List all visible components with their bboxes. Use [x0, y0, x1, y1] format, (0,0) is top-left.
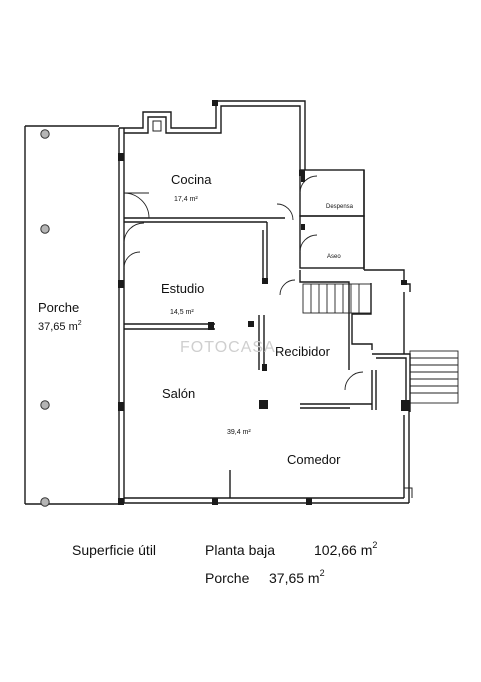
summary-floor-value: 102,66 m2: [314, 540, 377, 558]
toilet-outline: [299, 215, 365, 269]
room-area-kitchen: 17,4 m²: [174, 196, 198, 203]
summary-label: Superficie útil: [72, 542, 156, 558]
porch-column: [40, 224, 50, 234]
room-label-dining: Comedor: [287, 452, 341, 467]
structural-pillars: [118, 100, 312, 505]
room-label-pantry: Despensa: [326, 204, 354, 210]
study-partitions: [123, 222, 268, 409]
room-area-porch: 37,65 m2: [38, 320, 82, 333]
room-label-study: Estudio: [161, 281, 204, 296]
lower-stairs: [372, 350, 459, 412]
porch-column: [40, 497, 50, 507]
summary-porch-label: Porche: [205, 570, 250, 586]
porch-column: [40, 129, 50, 139]
room-area-living: 39,4 m²: [227, 429, 251, 436]
room-label-toilet: Aseo: [327, 254, 341, 260]
hall-walls: [279, 270, 377, 410]
summary-porch-value: 37,65 m2: [269, 568, 325, 586]
room-label-kitchen: Cocina: [171, 172, 212, 187]
kitchen-door-swing: [123, 192, 150, 219]
porch-area: [24, 125, 119, 507]
room-label-hall: Recibidor: [275, 344, 331, 359]
kitchen-walls: [123, 192, 294, 244]
upper-stairs: [302, 269, 411, 354]
porch-column: [40, 400, 50, 410]
watermark: FOTOCASA: [180, 339, 276, 356]
exterior-walls: [118, 100, 413, 504]
summary-floor-label: Planta baja: [205, 542, 275, 558]
service-rooms: [299, 169, 365, 270]
chimney: [152, 120, 162, 132]
kitchen-door-swing: [276, 203, 294, 221]
room-label-living: Salón: [162, 386, 195, 401]
room-label-porch: Porche: [38, 300, 79, 315]
room-area-study: 14,5 m²: [170, 309, 194, 316]
